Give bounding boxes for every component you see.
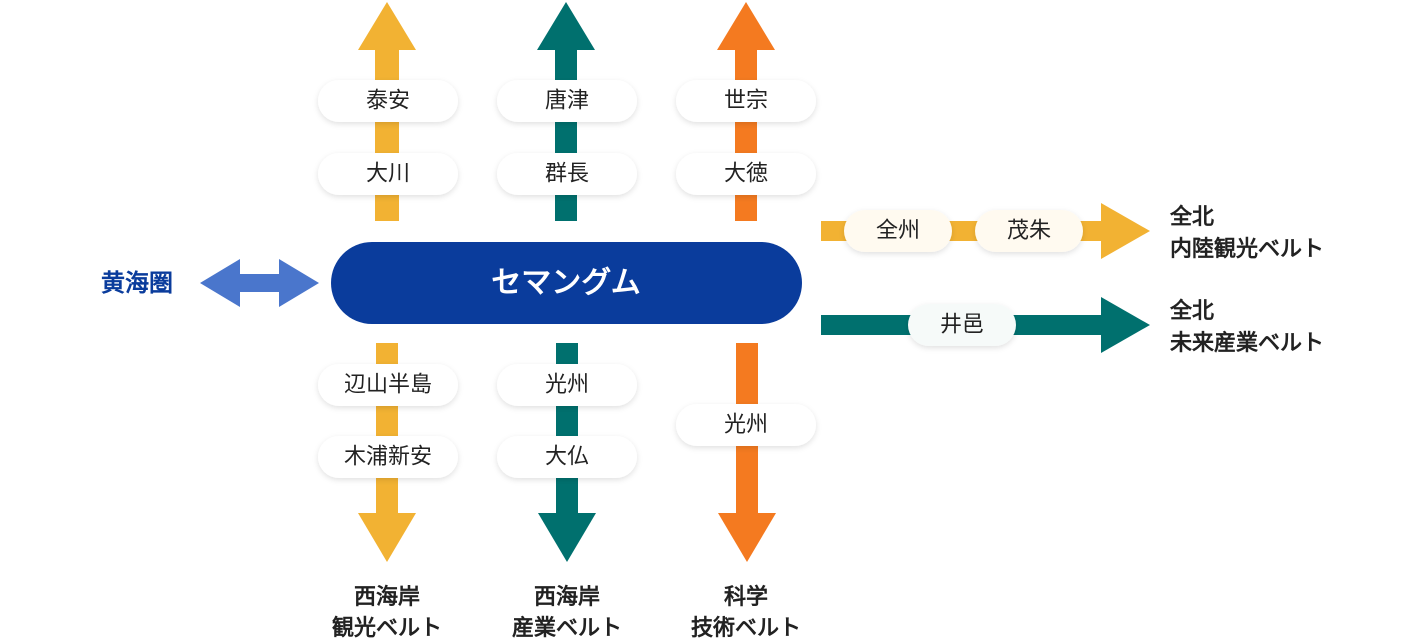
double-arrow-icon	[200, 259, 319, 307]
stop-label: 唐津	[545, 89, 589, 114]
south-yellow-label-line1: 西海岸	[354, 584, 420, 610]
west-region-label: 黄海圏	[101, 269, 173, 297]
south-yellow-label-line2: 観光ベルト	[332, 615, 442, 641]
stop-pill: 井邑	[908, 304, 1016, 346]
stop-label: 大徳	[724, 162, 768, 187]
stop-label: 全州	[876, 219, 920, 244]
stop-label: 泰安	[366, 89, 410, 114]
stop-pill: 世宗	[676, 80, 816, 122]
east-tourism-label-line1: 全北	[1169, 204, 1214, 230]
south-orange-label-line2: 技術ベルト	[691, 615, 801, 641]
stop-label: 井邑	[940, 313, 984, 338]
stop-label: 大仏	[545, 445, 589, 470]
stop-pill: 木浦新安	[318, 436, 458, 478]
stop-label: 光州	[545, 373, 589, 398]
stop-pill: 大仏	[497, 436, 637, 478]
east-industry-label-line2: 未来産業ベルト	[1170, 330, 1324, 356]
south-orange-label-line1: 科学	[724, 584, 768, 610]
stop-pill: 唐津	[497, 80, 637, 122]
stop-label: 光州	[724, 413, 768, 438]
stop-label: 木浦新安	[344, 445, 432, 470]
stop-pill: 辺山半島	[318, 364, 458, 406]
stop-pill: 光州	[497, 364, 637, 406]
stop-label: 世宗	[724, 89, 768, 114]
stop-pill: 茂朱	[975, 210, 1083, 252]
stop-label: 茂朱	[1007, 219, 1051, 244]
stop-label: 群長	[545, 162, 589, 187]
south-teal-label-line1: 西海岸	[534, 584, 600, 610]
stop-pill: 大徳	[676, 153, 816, 195]
south-teal-label-line2: 産業ベルト	[512, 615, 622, 641]
south-orange-arrow	[718, 343, 776, 562]
east-tourism-label-line2: 内陸観光ベルト	[1170, 236, 1324, 262]
stop-pill: 群長	[497, 153, 637, 195]
center-hub: セマングム	[331, 242, 802, 324]
stop-pill: 光州	[676, 404, 816, 446]
stop-label: 大川	[366, 162, 410, 187]
east-industry-label-line1: 全北	[1169, 298, 1214, 324]
stop-pill: 大川	[318, 153, 458, 195]
stop-pill: 泰安	[318, 80, 458, 122]
stop-label: 辺山半島	[344, 373, 432, 398]
stop-pill: 全州	[844, 210, 952, 252]
center-label: セマングム	[491, 266, 640, 301]
